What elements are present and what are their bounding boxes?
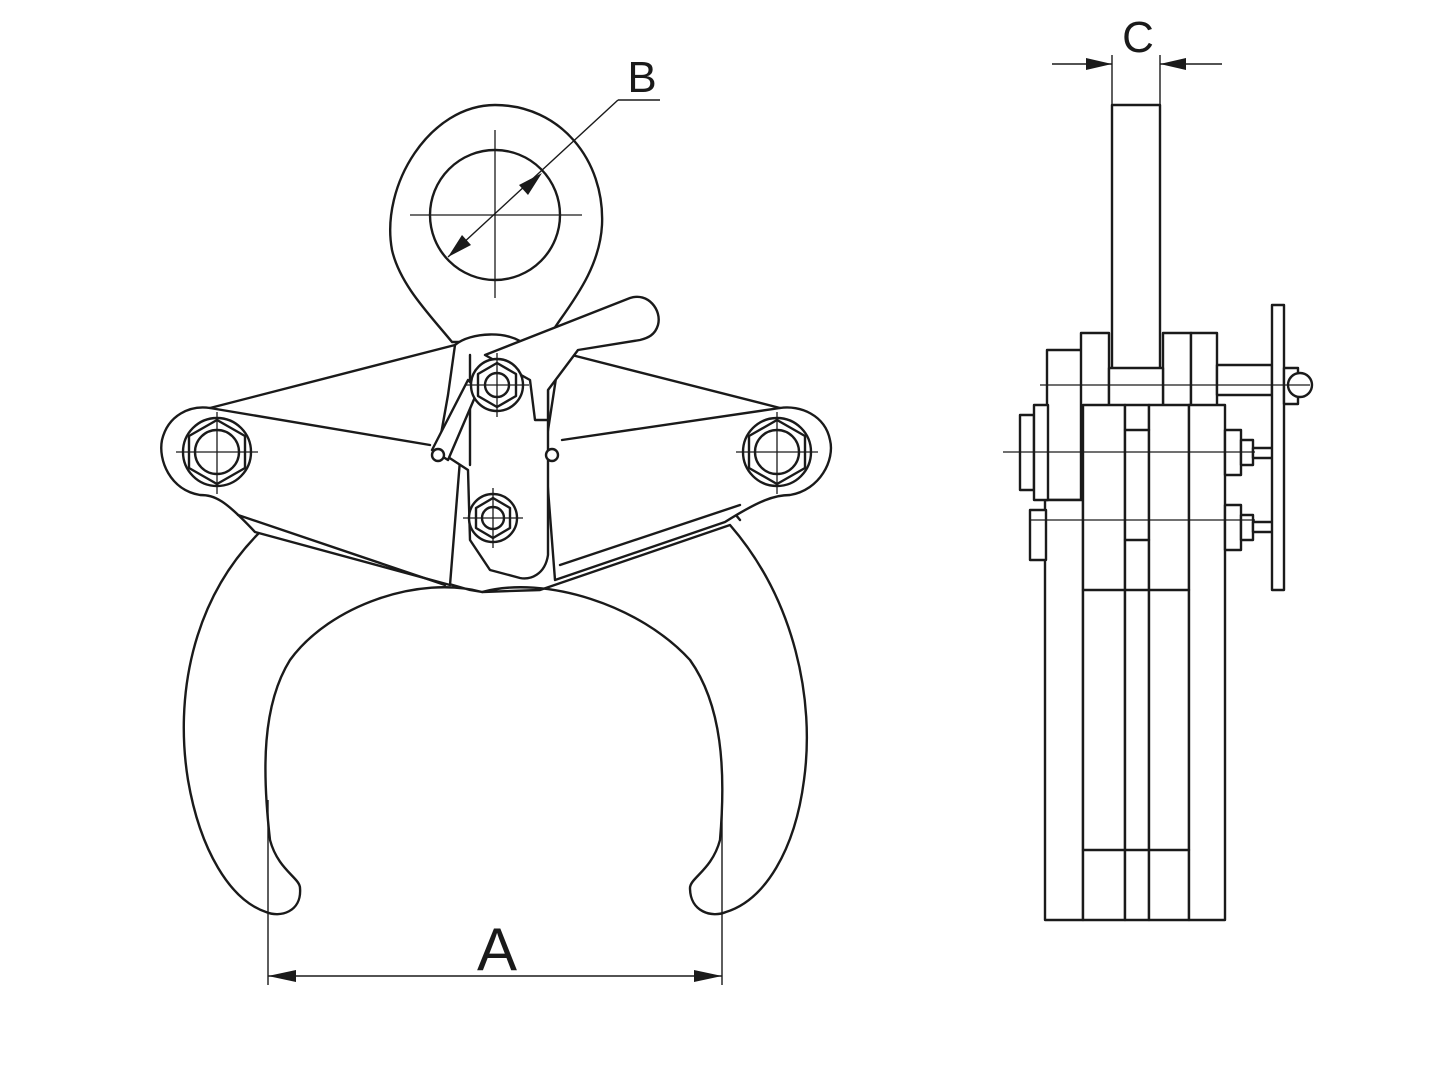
pivot-bolt-center-bottom [463, 488, 523, 548]
release-lever [483, 295, 660, 422]
dimension-label-c: C [1122, 13, 1154, 62]
left-beam [160, 343, 464, 587]
front-view: A B [160, 53, 833, 985]
dimension-a: A [267, 800, 723, 985]
dimension-label-a: A [477, 916, 517, 983]
pivot-bolt-right [736, 412, 818, 494]
side-bolts-right [1215, 303, 1314, 592]
pivot-bolt-left [176, 412, 258, 494]
side-bolt-heads-left [1018, 403, 1050, 562]
side-jaw-plates [1043, 403, 1227, 922]
side-lever-plate [1270, 303, 1286, 592]
dimension-b: B [447, 53, 660, 258]
side-view: C [1003, 13, 1314, 922]
dimension-label-b: B [627, 53, 656, 102]
dimension-c: C [1052, 13, 1222, 104]
pivot-bolt-center-top [465, 353, 529, 417]
side-lifting-bar [1110, 103, 1162, 372]
right-beam [543, 350, 833, 582]
side-centerlines [1003, 384, 1310, 521]
lifting-eye [389, 103, 604, 344]
